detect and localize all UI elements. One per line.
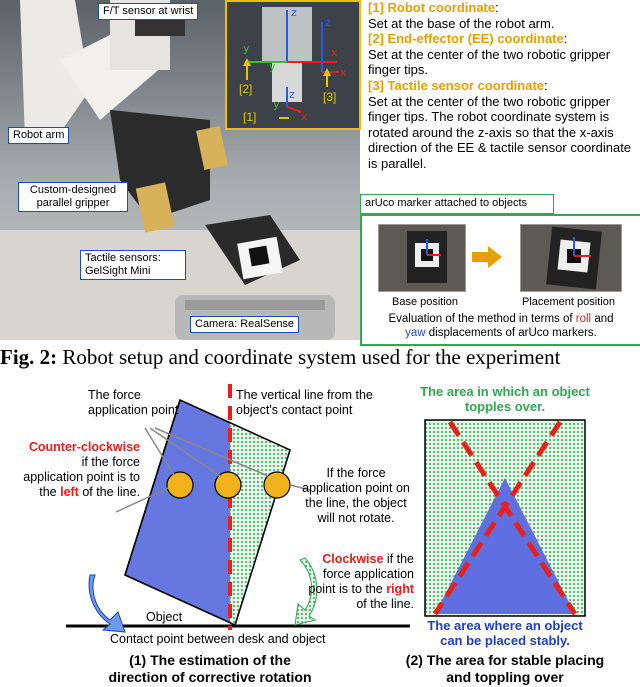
topple-line-2: topples over. [464, 399, 546, 414]
stable-line-1: The area where an object [427, 618, 583, 633]
coord-1: [1] Robot coordinate:Set at the base of … [368, 0, 638, 31]
clockwise-text: Clockwise if the force application point… [302, 552, 414, 612]
inset-tag-3: [3] [323, 90, 337, 104]
axis-x-tactile: x [340, 66, 347, 79]
coord-2: [2] End-effector (EE) coordinate:Set at … [368, 31, 638, 78]
ccw-keyword: Counter-clockwise [28, 440, 140, 454]
cw-keyword: Clockwise [322, 552, 384, 566]
boundary-line-2 [432, 420, 563, 616]
eval-prefix: Evaluation of the method in terms of [388, 313, 576, 325]
figure-caption-text: Robot setup and coordinate system used f… [57, 345, 561, 369]
coord-2-header: [2] End-effector (EE) coordinate [368, 31, 564, 47]
ccw-left: left [60, 485, 79, 499]
force-point-text: The force application point [88, 388, 179, 417]
axis-z-ee: z [291, 6, 297, 19]
vertical-line-text: The vertical line from the object's cont… [236, 388, 373, 417]
coord-1-body: Set at the base of the robot arm. [368, 15, 555, 31]
stability-diagram [424, 419, 586, 617]
coordinate-inset: [2] [3] [1] z y x z y x z y x [225, 0, 361, 130]
coord-2-body: Set at the center of the two robotic gri… [368, 46, 611, 78]
contact-point-label: Contact point between desk and object [110, 632, 326, 646]
robot-arm-label: Robot arm [8, 127, 70, 144]
diagram1-caption-1: (1) The estimation of the [129, 652, 291, 668]
eval-roll: roll [575, 313, 592, 325]
axis-y-ee: y [243, 42, 250, 55]
diagram1-caption-2: direction of corrective rotation [108, 669, 312, 685]
coord-1-suffix: : [495, 0, 499, 15]
stable-line-2: can be placed stably. [440, 633, 570, 648]
aruco-evaluation-text: Evaluation of the method in terms of rol… [362, 312, 640, 340]
placement-position-caption: Placement position [522, 296, 615, 308]
cw-text-2: of the line. [356, 597, 414, 611]
coord-3: [3] Tactile sensor coordinate:Set at the… [368, 78, 638, 172]
stable-area [435, 478, 575, 614]
object-label: Object [146, 610, 183, 624]
eval-suffix: displacements of arUco markers. [425, 327, 597, 339]
inset-tag-2: [2] [239, 82, 253, 96]
coordinate-axes-diagram [243, 7, 339, 119]
diagram2-caption-1: (2) The area for stable placing [405, 652, 605, 668]
no-rotation-text: If the force application point on the li… [302, 466, 410, 525]
aruco-panel: Base position Placement position Evaluat… [360, 214, 640, 346]
coord-1-header: [1] Robot coordinate [368, 0, 496, 15]
topple-line-1: The area in which an object [420, 384, 590, 399]
inset-tag-1: [1] [243, 110, 257, 124]
ft-sensor-label: F/T sensor at wrist [98, 3, 199, 20]
diagram2-caption-2: and toppling over [446, 669, 564, 685]
ccw-text-1: if the force application point is to the [23, 455, 140, 499]
axis-x-ee: x [331, 46, 338, 59]
force-point-left [166, 471, 194, 499]
axis-x-robot: x [301, 110, 308, 123]
cw-text-1: if the force application point is to the [308, 552, 414, 596]
axis-y-robot: y [273, 98, 280, 111]
base-position-image [378, 224, 466, 292]
axis-y-tactile: y [269, 60, 276, 73]
coord-3-header: [3] Tactile sensor coordinate [368, 77, 545, 93]
base-position-caption: Base position [392, 296, 459, 308]
axis-z-robot: z [289, 88, 295, 101]
camera-label: Camera: RealSense [190, 316, 300, 333]
boundary-line-1 [447, 420, 578, 616]
ccw-text-2: of the line. [78, 485, 140, 499]
coordinate-descriptions: [1] Robot coordinate:Set at the base of … [368, 0, 638, 172]
coord-3-body: Set at the center of the two robotic gri… [368, 93, 632, 171]
rotation-diagram [66, 384, 410, 633]
figure-caption: Fig. 2: Robot setup and coordinate syste… [0, 344, 640, 370]
coord-3-suffix: : [544, 77, 548, 93]
gripper-label: Custom-designed parallel gripper [18, 182, 128, 212]
tactile-sensor-label: Tactile sensors: GelSight Mini [80, 250, 186, 280]
counterclockwise-text: Counter-clockwise if the force applicati… [20, 440, 140, 500]
aruco-title: arUco marker attached to objects [360, 194, 554, 214]
eval-yaw: yaw [405, 327, 426, 339]
eval-and: and [591, 313, 614, 325]
figure-label: Fig. 2: [0, 345, 58, 369]
placement-position-image [520, 224, 622, 292]
axis-z-tactile: z [325, 16, 331, 29]
arrow-icon [472, 246, 502, 268]
force-point-center [214, 471, 242, 499]
coord-2-suffix: : [563, 31, 568, 47]
cw-right: right [386, 582, 414, 596]
